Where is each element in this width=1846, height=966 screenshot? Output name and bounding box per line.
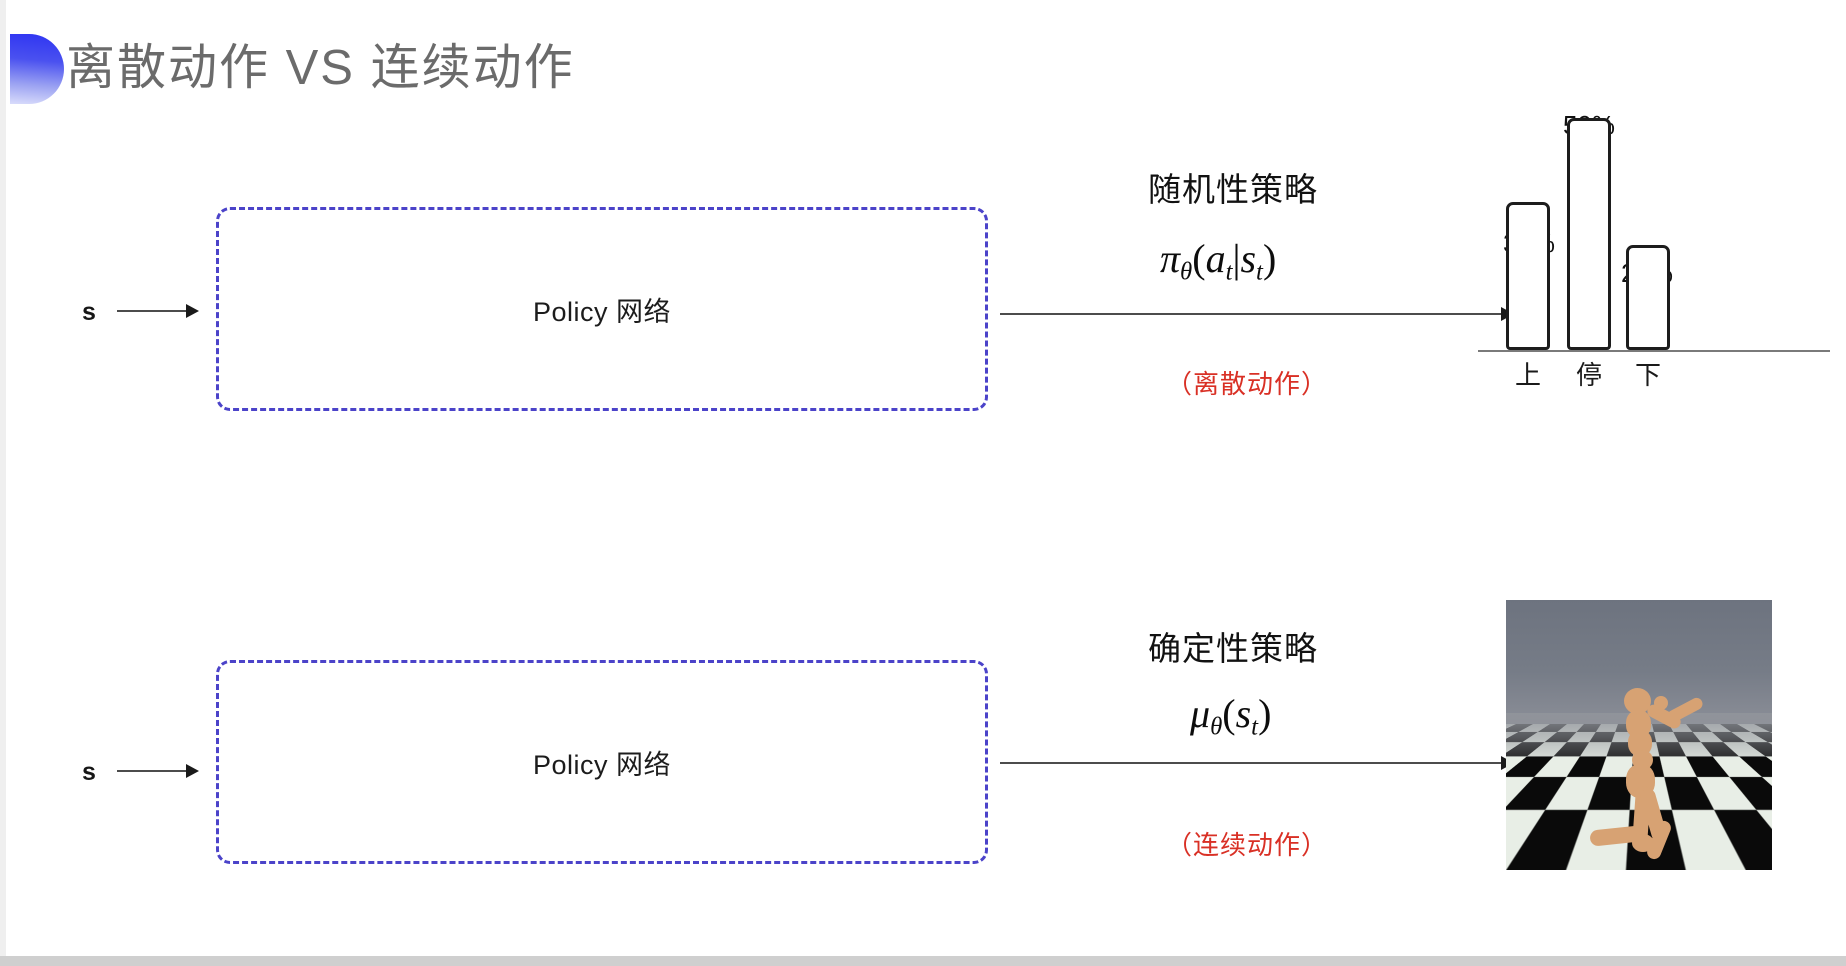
policy-network-label-row1: Policy 网络 — [532, 296, 672, 327]
stochastic-policy-formula: πθ(at|st) — [1160, 235, 1276, 286]
output-arrow-row2 — [1000, 756, 1514, 770]
slide-header: 离散动作 VS 连续动作 — [0, 18, 1846, 108]
input-arrow-row2 — [117, 764, 199, 778]
formula-s: s — [1240, 236, 1257, 281]
formula-paren-close-2: ) — [1258, 691, 1272, 736]
policy-network-box-row1[interactable]: Policy 网络 — [216, 207, 988, 411]
formula-paren-open-2: ( — [1222, 691, 1236, 736]
formula-paren-close: ) — [1262, 236, 1277, 281]
formula-mu: μ — [1190, 691, 1211, 736]
left-edge-strip — [0, 0, 6, 966]
formula-paren-open: ( — [1192, 236, 1206, 281]
input-state-label-row2: s — [82, 758, 96, 786]
formula-sub-t-2: t — [1251, 713, 1259, 741]
bar-1 — [1567, 118, 1611, 350]
input-state-label-row1: s — [82, 298, 96, 326]
policy-network-label-row2: Policy 网络 — [532, 749, 672, 780]
page-title: 离散动作 VS 连续动作 — [66, 41, 575, 95]
formula-bar: | — [1232, 236, 1241, 281]
discrete-action-bar-chart: 30% 上 50% 停 20% 下 — [1478, 100, 1838, 400]
humanoid-simulation-image — [1506, 600, 1772, 870]
bottom-edge-strip — [0, 956, 1846, 966]
bar-2 — [1626, 245, 1670, 350]
formula-sub-t1: t — [1225, 258, 1233, 286]
stochastic-policy-title: 随机性策略 — [1148, 171, 1318, 208]
formula-theta-2: θ — [1210, 713, 1223, 741]
bar-category-1: 停 — [1575, 360, 1602, 390]
continuous-action-note: （连续动作） — [1166, 830, 1329, 860]
policy-network-box-row2[interactable]: Policy 网络 — [216, 660, 988, 864]
deterministic-policy-formula: μθ(st) — [1190, 690, 1271, 741]
formula-sub-t2: t — [1256, 258, 1263, 286]
discrete-action-note: （离散动作） — [1166, 369, 1329, 399]
bar-category-2: 下 — [1634, 360, 1661, 390]
chart-x-axis — [1478, 350, 1830, 352]
title-accent-shape — [10, 34, 64, 104]
formula-theta: θ — [1180, 258, 1193, 286]
humanoid-knee — [1632, 834, 1654, 852]
bar-0 — [1506, 202, 1550, 350]
input-arrow-row1 — [117, 304, 199, 318]
formula-a: a — [1205, 236, 1226, 281]
output-arrow-row1 — [1000, 307, 1514, 321]
formula-s-2: s — [1235, 691, 1252, 736]
deterministic-policy-title: 确定性策略 — [1148, 630, 1318, 667]
humanoid-hand — [1654, 696, 1668, 710]
bar-category-0: 上 — [1514, 360, 1541, 390]
formula-pi: π — [1160, 236, 1181, 281]
